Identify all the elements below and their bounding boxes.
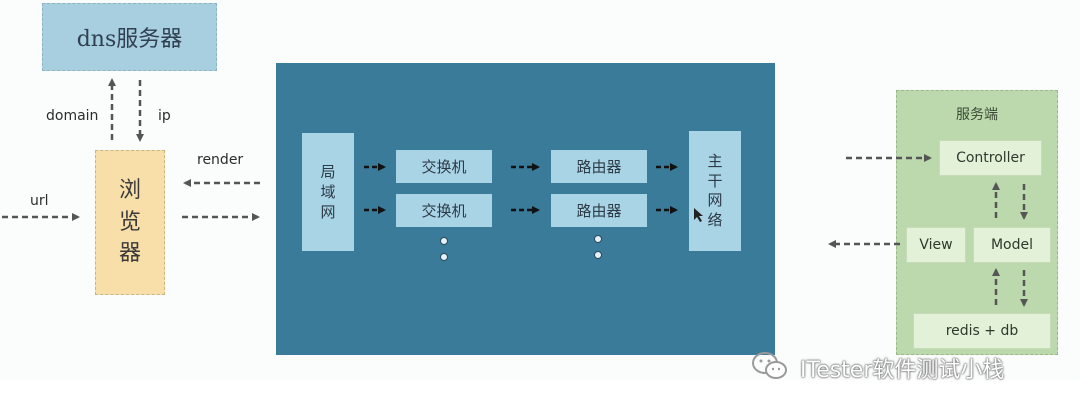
switch-label: 交换机 [421, 158, 467, 176]
lan-char: 局 [320, 162, 336, 181]
switch-node: 交换机 [396, 150, 492, 183]
switch-label: 交换机 [421, 202, 467, 220]
bottom-strip [0, 380, 1080, 415]
browser-node: 浏 览 器 [95, 150, 165, 295]
ip-label: ip [158, 108, 171, 124]
storage-label: redis + db [945, 323, 1019, 339]
router-node: 路由器 [551, 150, 647, 183]
domain-label: domain [46, 108, 99, 124]
router-label: 路由器 [576, 202, 622, 220]
view-node: View [906, 227, 966, 263]
watermark-text: ITester软件测试小栈 [800, 358, 1005, 383]
model-node: Model [973, 227, 1051, 263]
url-label: url [30, 193, 49, 209]
view-label: View [919, 237, 953, 253]
lan-char: 域 [320, 182, 336, 201]
browser-char: 览 [118, 209, 141, 235]
dns-server-label: dns服务器 [76, 27, 183, 52]
lan-node: 局 域 网 [302, 133, 354, 251]
server-region [896, 90, 1058, 355]
browser-char: 器 [118, 241, 141, 267]
dns-server-node: dns服务器 [42, 3, 217, 71]
model-label: Model [990, 237, 1034, 253]
backbone-char: 主 [707, 152, 723, 170]
backbone-char: 干 [707, 171, 723, 190]
controller-label: Controller [956, 150, 1025, 166]
server-title: 服务端 [956, 107, 998, 123]
lan-char: 网 [320, 203, 336, 222]
router-node: 路由器 [551, 194, 647, 227]
backbone-char: 络 [707, 210, 723, 229]
backbone-char: 网 [707, 191, 723, 209]
render-label: render [197, 152, 244, 168]
wechat-icon [752, 352, 787, 379]
browser-char: 浏 [118, 177, 141, 203]
backbone-node: 主 干 网 络 [689, 131, 741, 251]
router-label: 路由器 [576, 158, 622, 176]
switch-node: 交换机 [396, 194, 492, 227]
controller-node: Controller [939, 140, 1042, 176]
storage-node: redis + db [913, 313, 1051, 349]
